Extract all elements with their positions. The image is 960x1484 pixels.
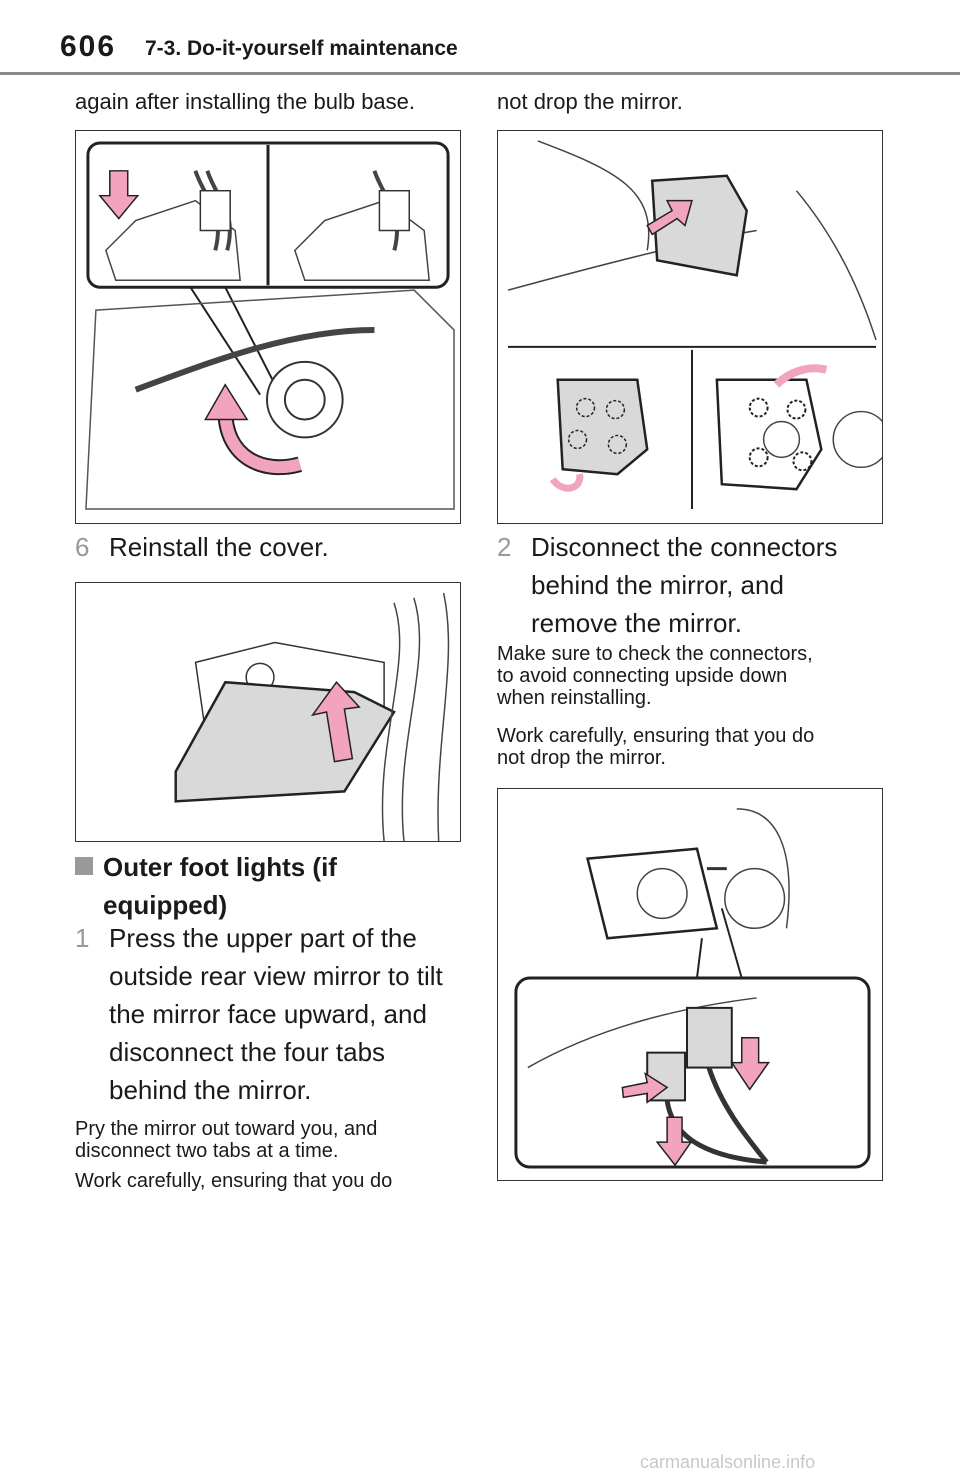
header-divider [0, 72, 960, 75]
step-text-line: remove the mirror. [531, 608, 742, 638]
note-line: to avoid connecting upside down [497, 665, 788, 687]
page-number: 606 [60, 30, 117, 63]
note-line: disconnect two tabs at a time. [75, 1140, 339, 1162]
step-6: 6 Reinstall the cover. [75, 528, 465, 568]
step-number: 2 [497, 532, 512, 562]
step-text-line: Press the upper part of the [109, 923, 417, 953]
bulb-install-illustration [85, 141, 455, 510]
note-line: Work carefully, ensuring that you do [497, 725, 815, 747]
continued-text-right: not drop the mirror. [497, 89, 683, 114]
figure-cover-reinstall [75, 582, 461, 842]
step-text-line: Disconnect the connectors [531, 532, 838, 562]
note-line: not drop the mirror. [497, 747, 666, 769]
note-line: Make sure to check the connectors, [497, 643, 813, 665]
watermark: carmanualsonline.info [640, 1452, 816, 1472]
cover-reinstall-illustration [174, 592, 450, 841]
note-line: when reinstalling. [497, 687, 652, 709]
heading-line-2: equipped) [103, 890, 228, 920]
step-text-line: the mirror face upward, and [109, 999, 427, 1029]
figure-mirror-tilt [497, 130, 883, 524]
note-line: Work carefully, ensuring that you do [75, 1170, 393, 1192]
step-text-line: disconnect the four tabs [109, 1037, 386, 1067]
step-2: 2 Disconnect the connectors behind the m… [497, 528, 897, 648]
mirror-tilt-illustration [507, 140, 882, 510]
continued-text-left: again after installing the bulb base. [75, 89, 416, 114]
bullet-square-icon [75, 857, 93, 875]
step-text-line: behind the mirror, and [531, 570, 784, 600]
step-1: 1 Press the upper part of the outside re… [75, 919, 470, 1109]
section-title: 7-3. Do-it-yourself maintenance [145, 37, 458, 60]
note-line: Pry the mirror out toward you, and [75, 1118, 378, 1140]
step-text: Reinstall the cover. [109, 532, 329, 562]
step-text-line: outside rear view mirror to tilt [109, 961, 443, 991]
step-number: 6 [75, 532, 90, 562]
heading-line-1: Outer foot lights (if [103, 852, 337, 882]
figure-connector-disconnect [497, 788, 883, 1181]
connector-disconnect-illustration [514, 808, 871, 1169]
section-heading-outer-foot-lights: Outer foot lights (if equipped) [75, 848, 465, 928]
step-text-line: behind the mirror. [109, 1075, 312, 1105]
step-number: 1 [75, 923, 90, 953]
figure-bulb-install [75, 130, 461, 524]
